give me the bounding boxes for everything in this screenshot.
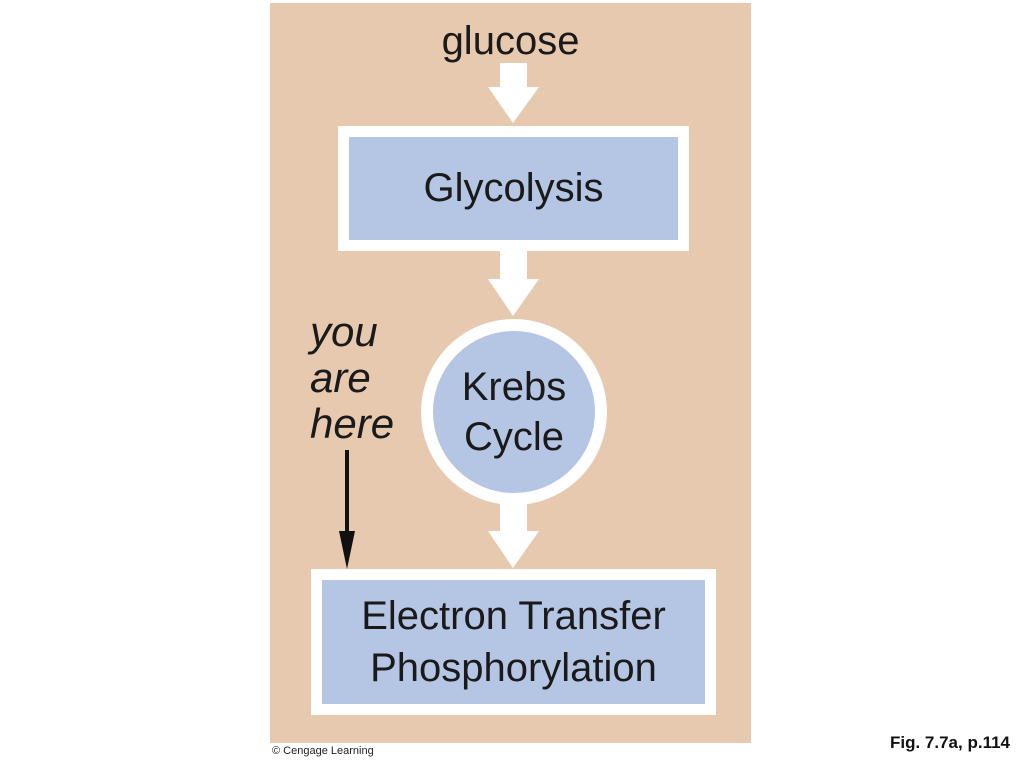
glycolysis-label: Glycolysis [423, 166, 604, 210]
arrow-glucose-to-glycolysis [488, 63, 539, 123]
arrow-glycolysis-to-krebs [488, 249, 539, 316]
you-are-here-label: you are here [310, 309, 394, 447]
you-are-here-line1: you [310, 308, 378, 355]
glycolysis-box: Glycolysis [338, 126, 689, 251]
flow-arrows [339, 63, 539, 569]
etp-label-line2: Phosphorylation [370, 646, 657, 690]
copyright-notice: © Cengage Learning [272, 745, 374, 757]
etp-label-line1: Electron Transfer [361, 594, 666, 638]
figure-reference: Fig. 7.7a, p.114 [889, 733, 1010, 752]
krebs-label-line1: Krebs [461, 365, 567, 409]
you-are-here-line2: are [310, 354, 371, 401]
krebs-cycle-circle: Krebs Cycle [421, 319, 607, 505]
you-are-here-line3: here [310, 400, 395, 447]
arrow-krebs-to-etp [488, 503, 539, 568]
electron-transfer-box: Electron Transfer Phosphorylation [311, 569, 716, 715]
diagram-panel: glucose Glycolysis [270, 3, 751, 743]
glucose-label: glucose [441, 19, 580, 63]
krebs-label-line2: Cycle [463, 415, 565, 459]
you-are-here-arrow [339, 450, 355, 569]
